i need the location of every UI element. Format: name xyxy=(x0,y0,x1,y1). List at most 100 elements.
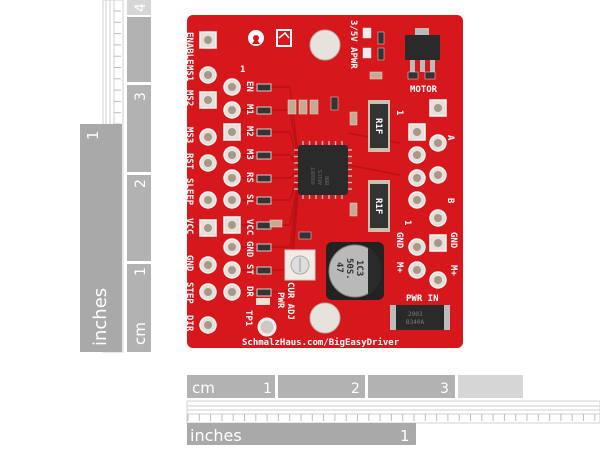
power-in-label: PWR IN xyxy=(406,294,439,304)
smd-component xyxy=(298,231,312,240)
pad-hole xyxy=(228,128,236,136)
motor-pin1: 1 xyxy=(394,110,404,115)
ruler-tick-label: 1 xyxy=(133,267,149,276)
smd-resistor xyxy=(256,174,272,183)
pad-hole xyxy=(228,83,236,91)
ruler-cm-segment xyxy=(127,17,151,82)
testpoint-label: TP1 xyxy=(243,310,253,326)
resistor-marking: R1F xyxy=(373,118,383,134)
coil-a-label: A xyxy=(445,135,455,141)
pad-hole xyxy=(204,71,212,79)
ruler-tick-label: 1 xyxy=(263,381,272,397)
circuit-board: ENABLEMS1MS2MS3RSTSLEEPVCCGNDSTEPDIRENM1… xyxy=(184,15,463,348)
ruler-unit-cm: cm xyxy=(131,322,149,345)
jumper-label: 3/5V APWR xyxy=(348,20,358,69)
board-url: SchmalzHaus.com/BigEasyDriver xyxy=(242,337,400,348)
pin-label: GND xyxy=(184,255,194,272)
smd-resistor xyxy=(256,288,272,297)
pin-label: RST xyxy=(184,153,194,170)
pwr-led-label: PWR xyxy=(275,292,285,309)
ruler-cm-segment xyxy=(458,375,523,398)
ruler-tick-label: 3 xyxy=(440,381,449,397)
pin-label: MS2 xyxy=(184,90,194,106)
pad-hole xyxy=(228,266,236,274)
header-label: M1 xyxy=(244,104,254,115)
pad-hole xyxy=(228,288,236,296)
chip-marking: BBR xyxy=(325,175,331,185)
ruler-tick-label: 1 xyxy=(400,427,410,445)
smd-resistor xyxy=(256,266,272,275)
pad-hole xyxy=(413,151,421,159)
pad-hole xyxy=(228,243,236,251)
pad-hole xyxy=(204,133,212,141)
pad-hole xyxy=(228,221,236,229)
header-label: DR xyxy=(244,286,254,297)
sense-resistor: R1F xyxy=(368,100,390,152)
schottky-diode: 2003 B340A xyxy=(390,305,450,330)
ruler-cm-segment xyxy=(127,0,151,15)
gnd-label: GND xyxy=(448,232,458,249)
pad-hole xyxy=(413,243,421,251)
pad-hole xyxy=(413,266,421,274)
smd-component xyxy=(362,27,372,39)
header-label: SL xyxy=(244,194,254,205)
power-pin1: 1 xyxy=(402,220,412,225)
pad-hole xyxy=(434,239,442,247)
pad-hole xyxy=(413,196,421,204)
resistor-marking: R1F xyxy=(373,198,383,214)
pad-hole xyxy=(204,36,212,44)
smd-component xyxy=(377,47,385,61)
smd-resistor xyxy=(256,83,272,92)
current-adjust-potentiometer[interactable] xyxy=(284,249,316,281)
driver-chip: 4988ET AB1C5 BBR xyxy=(294,141,352,199)
logo-icon xyxy=(276,29,292,47)
mounting-hole xyxy=(309,302,341,334)
pad-hole xyxy=(204,261,212,269)
trace xyxy=(347,164,401,176)
capacitor-marking: 47 xyxy=(334,262,344,273)
smd-resistor xyxy=(256,128,272,137)
pad-hole xyxy=(434,171,442,179)
pin-label: STEP xyxy=(184,282,194,304)
smd-component xyxy=(330,96,339,111)
smd-component xyxy=(287,99,297,115)
pad-hole xyxy=(228,174,236,182)
ruler-tick-label: 4 xyxy=(133,3,149,12)
smd-component xyxy=(349,202,358,217)
header-label: RS xyxy=(244,172,254,183)
header-label: GND xyxy=(244,241,254,258)
ruler-cm-segment xyxy=(368,375,455,398)
ruler-cm-segment xyxy=(187,375,275,398)
chip-marking: AB1C5 xyxy=(318,170,324,185)
sense-resistor: R1F xyxy=(368,180,390,232)
gnd-label: GND xyxy=(394,232,404,249)
pad-hole xyxy=(228,151,236,159)
ruler-tick-label: 1 xyxy=(84,130,102,140)
pin-label: MS1 xyxy=(184,65,194,81)
pad-hole xyxy=(434,214,442,222)
pad-hole xyxy=(434,139,442,147)
pad-hole xyxy=(204,288,212,296)
pad-hole xyxy=(204,159,212,167)
pin-label: SLEEP xyxy=(184,178,194,206)
pad-hole xyxy=(204,96,212,104)
header-label: M2 xyxy=(244,126,254,137)
ruler-tick-label: 2 xyxy=(133,179,149,188)
pin-label: VCC xyxy=(184,218,194,234)
smd-component xyxy=(349,111,358,126)
header-label: M3 xyxy=(244,149,254,160)
ruler-tick-label: 3 xyxy=(133,92,149,101)
ruler-unit-inches: inches xyxy=(190,426,242,445)
ruler-cm-segment xyxy=(127,175,151,261)
pad-hole xyxy=(204,196,212,204)
pin-label: ENABLE xyxy=(184,32,194,65)
pwr-led xyxy=(256,298,270,305)
smd-component xyxy=(362,47,372,59)
header-label: EN xyxy=(244,81,254,92)
motor-label: MOTOR xyxy=(410,85,438,95)
ruler-cm-segment xyxy=(127,85,151,172)
mplus-label: M+ xyxy=(394,262,404,273)
smd-resistor xyxy=(256,196,272,205)
pad-hole xyxy=(228,106,236,114)
